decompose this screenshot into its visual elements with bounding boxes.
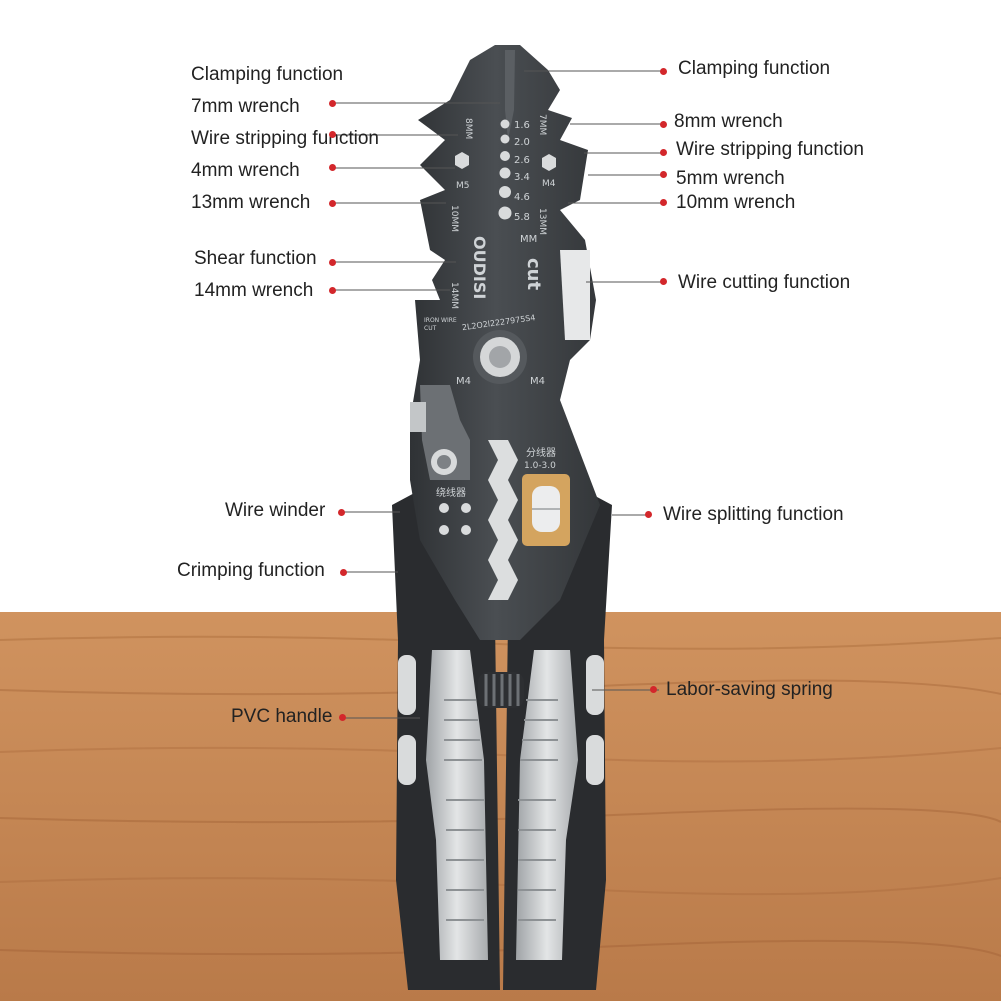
spring <box>478 672 524 708</box>
size-3-4: 3.4 <box>514 172 530 183</box>
dot-4mm-wrench <box>329 164 336 171</box>
mark-10mm: 10MM <box>449 205 459 232</box>
size-1-6: 1.6 <box>514 120 530 131</box>
label-wire-splitting: Wire splitting function <box>663 504 844 525</box>
label-pvc-handle: PVC handle <box>231 706 333 727</box>
label-7mm-wrench: 7mm wrench <box>191 96 300 117</box>
dot-8mm-wrench <box>660 121 667 128</box>
dot-stripping-right <box>660 149 667 156</box>
mark-m5: M5 <box>456 181 470 191</box>
winder-holes <box>439 503 471 535</box>
label-spring: Labor-saving spring <box>666 679 833 700</box>
unit-mm: MM <box>520 234 537 245</box>
brand-logo: OUDISI <box>470 236 489 299</box>
mark-m4-right: M4 <box>530 376 545 387</box>
label-wire-winder: Wire winder <box>225 500 326 521</box>
label-10mm-wrench: 10mm wrench <box>676 192 796 213</box>
pivot-rivet <box>473 330 527 384</box>
mark-m4-left: M4 <box>456 376 471 387</box>
strip-holes <box>498 119 512 220</box>
label-wire-cutting: Wire cutting function <box>678 272 851 293</box>
splitter-mark: 分线器 <box>526 446 556 459</box>
dot-7mm-wrench <box>329 100 336 107</box>
mark-13mm: 13MM <box>537 208 547 235</box>
mark-m4-hex: M4 <box>542 179 556 189</box>
label-stripping-left: Wire stripping function <box>191 128 379 149</box>
size-2-0: 2.0 <box>514 137 530 148</box>
hex-hole-left <box>455 152 469 169</box>
iron-cut-mark: CUT <box>424 325 437 332</box>
size-5-8: 5.8 <box>514 212 530 223</box>
dot-shear <box>329 259 336 266</box>
iron-wire-mark: IRON WIRE <box>424 317 457 324</box>
label-clamping-left: Clamping function <box>191 64 344 85</box>
label-8mm-wrench: 8mm wrench <box>674 111 783 132</box>
dot-stripping-left <box>329 131 336 138</box>
splitter-range: 1.0-3.0 <box>524 461 556 471</box>
label-clamping-right: Clamping function <box>678 58 831 79</box>
label-13mm-wrench: 13mm wrench <box>191 192 311 213</box>
dot-wire-cutting <box>660 278 667 285</box>
dot-pvc-handle <box>339 714 346 721</box>
dot-crimping <box>340 569 347 576</box>
dot-wire-splitting <box>645 511 652 518</box>
splitter-pad <box>522 474 570 546</box>
dot-spring <box>650 686 657 693</box>
label-4mm-wrench: 4mm wrench <box>191 160 300 181</box>
mark-14mm: 14MM <box>449 282 459 309</box>
label-crimping: Crimping function <box>177 560 325 581</box>
dot-clamping-right <box>660 68 667 75</box>
label-shear: Shear function <box>194 248 317 269</box>
label-5mm-wrench: 5mm wrench <box>676 168 785 189</box>
cut-mark: cut <box>523 258 544 290</box>
dot-wire-winder <box>338 509 345 516</box>
dot-10mm-wrench <box>660 199 667 206</box>
dot-5mm-wrench <box>660 171 667 178</box>
size-4-6: 4.6 <box>514 192 530 203</box>
dot-14mm-wrench <box>329 287 336 294</box>
winder-mark: 绕线器 <box>436 486 466 499</box>
mark-8mm: 8MM <box>463 118 473 139</box>
wood-table <box>0 612 1001 1001</box>
leader-lines <box>335 70 664 719</box>
label-stripping-right: Wire stripping function <box>676 139 864 160</box>
hex-hole-right <box>542 154 556 171</box>
mark-7mm: 7MM <box>537 114 547 135</box>
dot-13mm-wrench <box>329 200 336 207</box>
size-2-6: 2.6 <box>514 155 530 166</box>
label-14mm-wrench: 14mm wrench <box>194 280 314 301</box>
